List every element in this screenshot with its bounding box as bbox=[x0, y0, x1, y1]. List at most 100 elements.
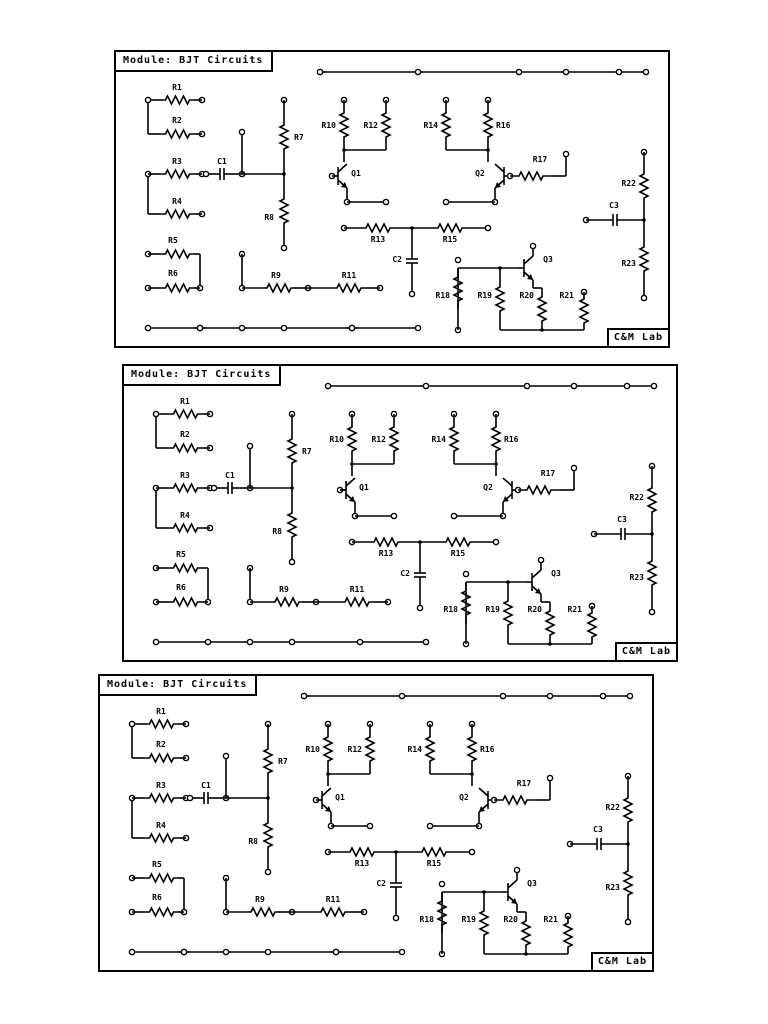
component-label: R1 bbox=[180, 397, 190, 406]
component-label: R3 bbox=[156, 781, 166, 790]
resistor-r11 bbox=[316, 906, 350, 918]
junction bbox=[548, 642, 552, 646]
component-label: R12 bbox=[348, 745, 363, 754]
terminal bbox=[238, 128, 246, 136]
terminal bbox=[246, 442, 254, 450]
component-label: R8 bbox=[248, 837, 258, 846]
component-label: C3 bbox=[593, 825, 603, 834]
component-label: R22 bbox=[606, 803, 621, 812]
resistor-r17 bbox=[518, 484, 560, 496]
resistor-r2 bbox=[161, 128, 194, 140]
component-label: R11 bbox=[326, 895, 341, 904]
terminal bbox=[438, 880, 446, 888]
lab-label: C&M Lab bbox=[606, 328, 668, 346]
component-label: R17 bbox=[533, 155, 548, 164]
resistor-r8 bbox=[278, 174, 290, 248]
terminal bbox=[356, 638, 364, 646]
terminal bbox=[348, 324, 356, 332]
component-label: R19 bbox=[486, 605, 501, 614]
component-label: R12 bbox=[364, 121, 379, 130]
component-label: R13 bbox=[379, 549, 394, 558]
resistor-r6 bbox=[169, 596, 202, 608]
resistor-r23 bbox=[638, 220, 650, 298]
junction bbox=[342, 148, 346, 152]
resistor-r1 bbox=[161, 94, 194, 106]
component-label: Q2 bbox=[483, 483, 493, 492]
component-label: Q3 bbox=[551, 569, 561, 578]
resistor-r11 bbox=[332, 282, 366, 294]
component-label: R22 bbox=[630, 493, 645, 502]
resistor-r21 bbox=[586, 606, 598, 644]
component-label: Q1 bbox=[359, 483, 369, 492]
component-label: R18 bbox=[436, 291, 451, 300]
terminal bbox=[450, 512, 458, 520]
component-label: C2 bbox=[376, 879, 386, 888]
emitter-arrow bbox=[341, 182, 347, 188]
component-label: Q3 bbox=[543, 255, 553, 264]
component-label: R11 bbox=[350, 585, 365, 594]
module-title: Module: BJT Circuits bbox=[116, 52, 274, 72]
terminal bbox=[238, 324, 246, 332]
component-label: R21 bbox=[568, 605, 583, 614]
component-label: R19 bbox=[478, 291, 493, 300]
resistor-r3 bbox=[161, 168, 194, 180]
resistor-r6 bbox=[161, 282, 194, 294]
resistor-r16 bbox=[490, 414, 502, 464]
terminal bbox=[288, 558, 296, 566]
component-label: R7 bbox=[278, 757, 288, 766]
terminal bbox=[210, 484, 218, 492]
resistor-r17 bbox=[510, 170, 552, 182]
terminal bbox=[468, 848, 476, 856]
resistor-r13 bbox=[344, 222, 412, 234]
component-label: R19 bbox=[462, 915, 477, 924]
terminal bbox=[454, 256, 462, 264]
terminal bbox=[392, 914, 400, 922]
terminal bbox=[537, 556, 545, 564]
terminal bbox=[492, 538, 500, 546]
emitter-arrow bbox=[479, 806, 485, 812]
component-label: R17 bbox=[517, 779, 532, 788]
resistor-r21 bbox=[562, 916, 574, 954]
component-label: R2 bbox=[156, 740, 166, 749]
component-label: R21 bbox=[560, 291, 575, 300]
resistor-r19 bbox=[494, 268, 506, 330]
terminal bbox=[152, 410, 160, 418]
terminal bbox=[442, 198, 450, 206]
terminal bbox=[570, 382, 578, 390]
component-label: R15 bbox=[451, 549, 466, 558]
terminal bbox=[529, 242, 537, 250]
component-label: R4 bbox=[156, 821, 166, 830]
terminal bbox=[499, 692, 507, 700]
component-label: R6 bbox=[152, 893, 162, 902]
component-label: Q1 bbox=[335, 793, 345, 802]
component-label: R5 bbox=[176, 550, 186, 559]
component-label: C1 bbox=[225, 471, 235, 480]
terminal bbox=[390, 512, 398, 520]
resistor-r19 bbox=[478, 892, 490, 954]
terminal bbox=[515, 68, 523, 76]
terminal bbox=[324, 382, 332, 390]
terminal bbox=[484, 224, 492, 232]
resistor-r13 bbox=[352, 536, 420, 548]
terminal bbox=[144, 324, 152, 332]
component-label: R9 bbox=[255, 895, 265, 904]
emitter-arrow bbox=[527, 274, 533, 280]
resistor-r7 bbox=[286, 414, 298, 488]
terminal bbox=[562, 68, 570, 76]
terminal bbox=[152, 638, 160, 646]
component-label: R18 bbox=[444, 605, 459, 614]
lab-label: C&M Lab bbox=[590, 952, 652, 970]
resistor-r1 bbox=[169, 408, 202, 420]
terminal bbox=[640, 294, 648, 302]
resistor-r2 bbox=[145, 752, 178, 764]
resistor-r3 bbox=[169, 482, 202, 494]
terminal bbox=[398, 692, 406, 700]
resistor-r12 bbox=[364, 724, 376, 774]
component-label: R13 bbox=[371, 235, 386, 244]
resistor-r15 bbox=[396, 846, 472, 858]
component-label: R17 bbox=[541, 469, 556, 478]
component-label: R3 bbox=[180, 471, 190, 480]
terminal bbox=[144, 96, 152, 104]
resistor-r16 bbox=[466, 724, 478, 774]
